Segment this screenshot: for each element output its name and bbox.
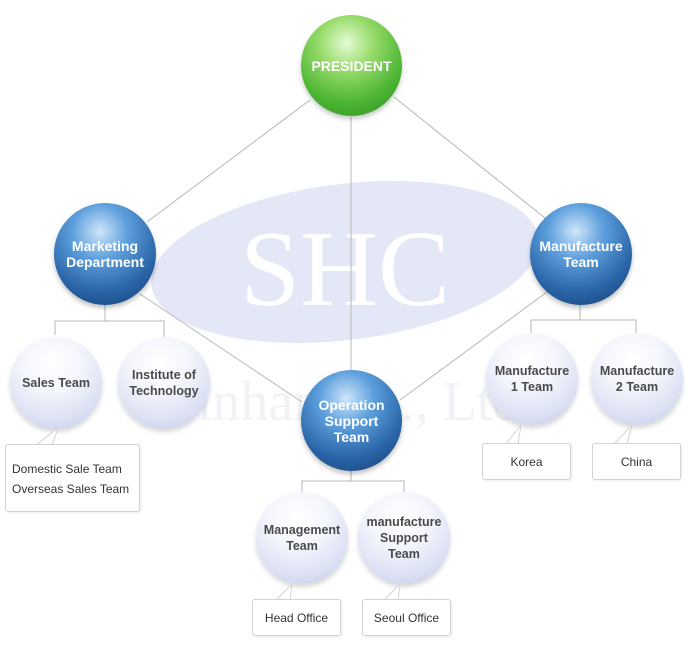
- seoul-office-callout: Seoul Office: [362, 599, 451, 636]
- mfg1-callout-tail: [505, 423, 522, 445]
- head-office-label: Head Office: [264, 610, 329, 625]
- connector-marketing-operation: [139, 293, 303, 403]
- sales-item-overseas: Overseas Sales Team: [12, 482, 130, 496]
- manufacture-2-team-node[interactable]: Manufacture 2 Team: [591, 333, 683, 425]
- bracket-operation-children: [301, 480, 405, 492]
- operation-label-line3: Team: [333, 428, 370, 445]
- president-label: PRESIDENT: [311, 57, 392, 74]
- china-label: China: [620, 454, 653, 469]
- manufacture-team-node[interactable]: Manufacture Team: [530, 203, 632, 305]
- mfg-support-label-line1: manufacture: [366, 515, 442, 529]
- bracket-manufacture-children: [530, 319, 637, 333]
- management-label-line2: Team: [286, 539, 318, 553]
- sales-team-callout: Domestic Sale Team Overseas Sales Team: [5, 444, 140, 512]
- management-label-line1: Management: [263, 523, 341, 537]
- manufacture-1-team-node[interactable]: Manufacture 1 Team: [486, 333, 578, 425]
- watermark-logo-text: SHC: [240, 210, 450, 329]
- mfg2-callout-tail: [613, 424, 633, 445]
- mfg1-label-line1: Manufacture: [494, 364, 570, 378]
- institute-label-line1: Institute of: [132, 368, 196, 382]
- operation-support-team-node[interactable]: Operation Support Team: [301, 370, 402, 471]
- mfg-support-label-line3: Team: [388, 547, 420, 561]
- sales-callout-tail: [35, 426, 60, 446]
- mfg-support-callout-tail: [383, 582, 401, 601]
- sales-team-node[interactable]: Sales Team: [10, 337, 102, 429]
- institute-label-line2: Technology: [129, 384, 199, 398]
- connector-manufacture-operation: [399, 291, 548, 401]
- marketing-department-node[interactable]: Marketing Department: [54, 203, 156, 305]
- management-callout-tail: [275, 582, 293, 601]
- mfg2-label-line1: Manufacture: [599, 364, 675, 378]
- institute-of-technology-node[interactable]: Institute of Technology: [118, 337, 210, 429]
- connector-president-marketing: [146, 99, 311, 223]
- president-node[interactable]: PRESIDENT: [301, 15, 402, 116]
- marketing-label-line2: Department: [66, 254, 144, 270]
- mfg2-label-line2: 2 Team: [615, 380, 659, 394]
- head-office-callout: Head Office: [252, 599, 341, 636]
- connector-president-manufacture: [393, 96, 546, 219]
- management-team-node[interactable]: Management Team: [256, 492, 348, 584]
- mfg-support-label-line2: Support: [380, 531, 428, 545]
- watermark-ellipse: [151, 181, 539, 343]
- korea-label: Korea: [510, 454, 543, 469]
- operation-label-line2: Support: [324, 412, 379, 429]
- operation-label-line1: Operation: [318, 396, 385, 413]
- manufacture-label-line1: Manufacture: [539, 238, 623, 254]
- sales-team-label: Sales Team: [22, 376, 90, 390]
- manufacture-support-team-node[interactable]: manufacture Support Team: [358, 492, 450, 584]
- manufacture-label-line2: Team: [563, 254, 599, 270]
- korea-callout: Korea: [482, 443, 571, 480]
- bracket-marketing-children: [54, 320, 165, 337]
- sales-item-domestic: Domestic Sale Team: [12, 462, 122, 476]
- seoul-office-label: Seoul Office: [373, 610, 440, 625]
- marketing-label-line1: Marketing: [71, 238, 139, 254]
- china-callout: China: [592, 443, 681, 480]
- mfg1-label-line2: 1 Team: [510, 380, 554, 394]
